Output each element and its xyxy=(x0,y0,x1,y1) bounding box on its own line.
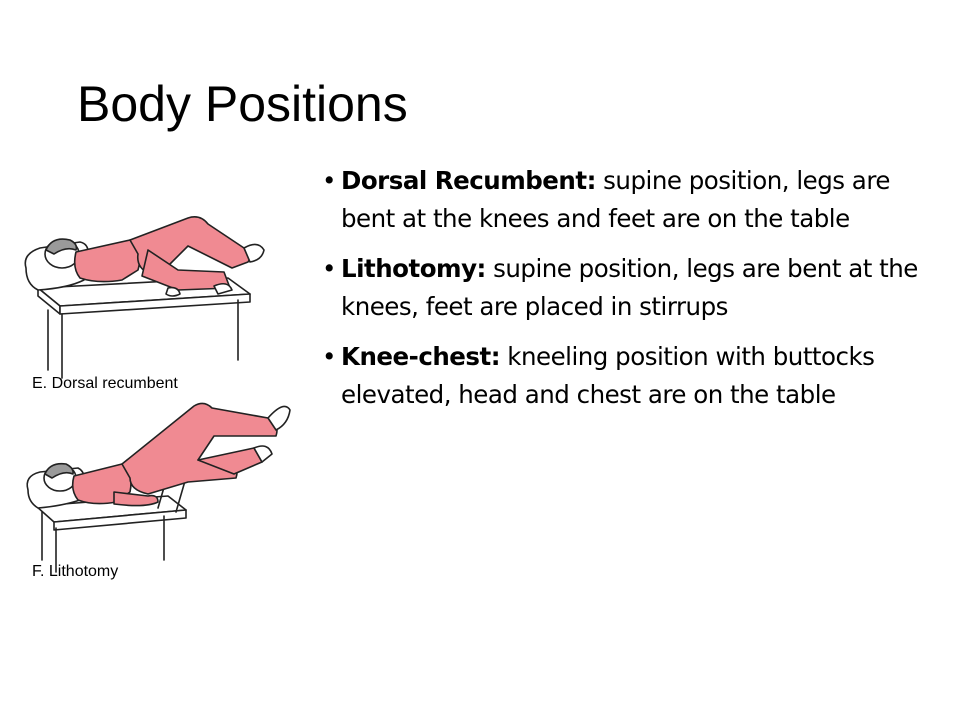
patient-foot xyxy=(213,282,233,295)
table-front xyxy=(53,509,187,531)
bullet-term: Knee-chest: xyxy=(341,342,501,371)
bullet-term: Lithotomy: xyxy=(341,254,486,283)
bullet-text: supine position, legs are bent at the kn… xyxy=(341,254,918,321)
bullet-knee-chest: Knee-chest: kneeling position with butto… xyxy=(322,338,942,414)
bullet-lithotomy: Lithotomy: supine position, legs are ben… xyxy=(322,250,942,326)
bullet-text: kneeling position with buttocks elevated… xyxy=(341,342,875,409)
patient-foot xyxy=(243,243,265,263)
patient-hand xyxy=(165,286,181,297)
table-front xyxy=(59,293,251,315)
figure-caption-dorsal-recumbent: E. Dorsal recumbent xyxy=(32,375,178,392)
patient-foot xyxy=(253,445,273,463)
patient-hair xyxy=(44,462,74,479)
bullet-term: Dorsal Recumbent: xyxy=(341,166,596,195)
figure-caption-lithotomy: F. Lithotomy xyxy=(32,563,119,580)
bullet-list: Dorsal Recumbent: supine position, legs … xyxy=(322,162,942,426)
positions-illustration xyxy=(24,216,291,573)
patient-foot xyxy=(267,405,291,431)
bullet-text: supine position, legs are bent at the kn… xyxy=(341,166,890,233)
patient-arm xyxy=(113,491,159,507)
patient-hair xyxy=(45,238,78,255)
slide-title: Body Positions xyxy=(77,76,408,132)
lithotomy-illustration xyxy=(26,402,291,573)
dorsal-recumbent-illustration xyxy=(24,216,265,379)
bullet-dorsal-recumbent: Dorsal Recumbent: supine position, legs … xyxy=(322,162,942,238)
